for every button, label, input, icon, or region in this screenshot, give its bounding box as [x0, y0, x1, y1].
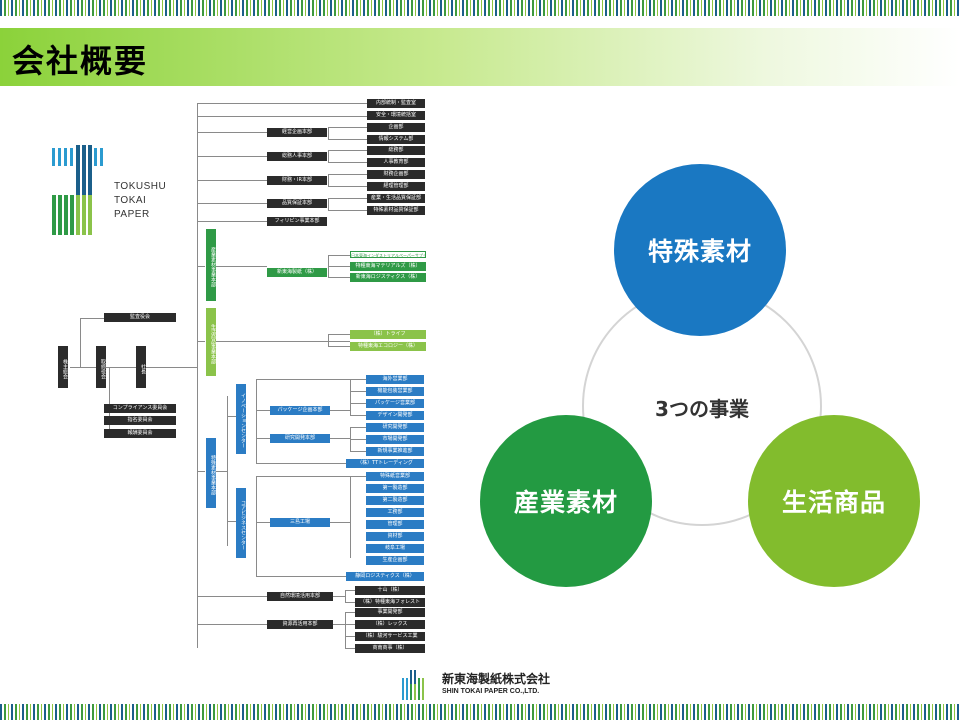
philippines-hq: フィリピン事業本部: [267, 217, 327, 226]
industrial-life-qa-dept: 産業・生活品質保証部: [367, 194, 425, 203]
committee-nomination: 指名委員会: [104, 416, 176, 425]
trif-company: （株）トライフ: [350, 330, 426, 339]
internal-control-office: 内部統制・監査室: [367, 99, 425, 108]
functional-packaging-sales-dept: 機能包装営業部: [366, 387, 424, 396]
finance-ir-hq: 財務・IR本部: [267, 176, 327, 185]
accounting-dept: 経理管理部: [367, 182, 425, 191]
company-mark-icon: [402, 670, 424, 700]
shin-tokai-company-logo: 新東海製紙株式会社 SHIN TOKAI PAPER CO.,LTD.: [402, 668, 572, 702]
it-systems-dept: 情報システム部: [367, 135, 425, 144]
overseas-sales-dept: 海外営業部: [366, 375, 424, 384]
tokai-materials: 特種東海マテリアルズ（株）: [350, 262, 426, 271]
market-development-dept: 市場開発部: [366, 435, 424, 444]
juyama-company: 十山（株）: [355, 586, 425, 595]
tokai-forest: （株）特種東海フォレスト: [355, 598, 425, 607]
tt-trading: （株）TTトレーディング: [346, 459, 424, 468]
resource-reuse-hq: 資源再活用本部: [267, 620, 333, 629]
slide-title: 会社概要: [12, 42, 149, 80]
logo-mark-icon: [52, 145, 103, 235]
industrial-materials-circle: 産業素材: [480, 415, 652, 587]
mishima-mill: 三島工場: [270, 518, 330, 527]
general-affairs-dept: 総務部: [367, 146, 425, 155]
tokai-ecology: 特種東海エコロジー（株）: [350, 342, 426, 351]
safety-environment-office: 安全・環境統括室: [367, 111, 425, 120]
shin-tokai-paper: 新東海製紙（株）: [267, 268, 327, 277]
company-name-jp: 新東海製紙株式会社: [442, 672, 551, 686]
specialty-paper-sales-dept: 特殊紙営業部: [366, 472, 424, 481]
innovation-center: イノベーションセンター: [236, 384, 246, 454]
new-business-dept: 新規事業推進部: [366, 447, 424, 456]
title-band: [0, 28, 960, 86]
shizuoka-logistics: 静岡ロジスティクス（株）: [346, 572, 424, 581]
tokushu-tokai-logo: TOKUSHU TOKAI PAPER: [52, 145, 192, 245]
quality-assurance-hq: 品質保証本部: [267, 199, 327, 208]
organization-chart: 株主総会 取締役会 社長 監査役会 コンプライアンス委員会 指名委員会 報酬委員…: [40, 96, 440, 656]
logo-wordmark: TOKUSHU TOKAI PAPER: [114, 181, 167, 220]
natural-environment-hq: 自然環境活用本部: [267, 592, 333, 601]
president: 社長: [136, 346, 146, 388]
rex-company: （株）レックス: [355, 620, 425, 629]
company-name-en: SHIN TOKAI PAPER CO.,LTD.: [442, 688, 540, 695]
board-of-directors: 取締役会: [96, 346, 106, 388]
special-materials-circle: 特殊素材: [614, 164, 786, 336]
package-planning-hq: パッケージ企画本部: [270, 406, 330, 415]
second-production-dept: 第二製造部: [366, 496, 424, 505]
gifu-mill: 岐阜工場: [366, 544, 424, 553]
committee-compliance: コンプライアンス委員会: [104, 404, 176, 413]
special-materials-division: 特殊素材事業本部: [206, 438, 216, 508]
engineering-dept: 工務部: [366, 508, 424, 517]
industrial-paper-supply: 日本東海インダストリアルペーパーサプライ（株）: [350, 251, 426, 258]
life-products-division: 生活商品事業本部: [206, 308, 216, 376]
auditors-board: 監査役会: [104, 313, 176, 322]
shin-tokai-logistics: 新東海ロジスティクス（株）: [350, 273, 426, 282]
research-development-dept: 研究開発部: [366, 423, 424, 432]
industrial-materials-division: 産業素材事業本部: [206, 229, 216, 301]
top-decorative-stripes: [0, 0, 960, 16]
business-development-dept: 事業開発部: [355, 608, 425, 617]
suruga-service: （株）駿河サービス工業: [355, 632, 425, 641]
bottom-decorative-stripes: [0, 704, 960, 720]
production-planning-dept: 生産企画部: [366, 556, 424, 565]
shareholders-meeting: 株主総会: [58, 346, 68, 388]
mgmt-planning-hq: 経営企画本部: [267, 128, 327, 137]
shonan-shoji: 商南商事（株）: [355, 644, 425, 653]
design-development-dept: デザイン開発部: [366, 411, 424, 420]
life-products-circle: 生活商品: [748, 415, 920, 587]
three-businesses-label: 3つの事業: [655, 397, 749, 421]
administration-dept: 管理部: [366, 520, 424, 529]
first-production-dept: 第一製造部: [366, 484, 424, 493]
core-business-center: コアビジネスセンター: [236, 488, 246, 558]
committee-compensation: 報酬委員会: [104, 429, 176, 438]
rnd-hq: 研究開発本部: [270, 434, 330, 443]
hr-education-dept: 人事教育部: [367, 158, 425, 167]
package-sales-dept: パッケージ営業部: [366, 399, 424, 408]
general-hr-hq: 総務人事本部: [267, 152, 327, 161]
special-materials-qa-dept: 特殊素材品質保証部: [367, 206, 425, 215]
materials-dept: 資材部: [366, 532, 424, 541]
finance-planning-dept: 財務企画部: [367, 170, 425, 179]
planning-dept: 企画部: [367, 123, 425, 132]
